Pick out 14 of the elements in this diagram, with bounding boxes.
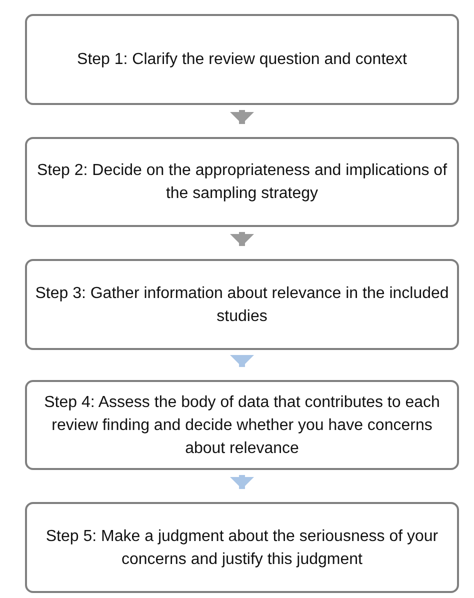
block-arrow	[230, 232, 254, 246]
block-arrow	[230, 110, 254, 124]
step-box	[25, 14, 459, 105]
step-text: Step 1: Clarify the review question and context	[77, 50, 407, 70]
step-text: Step 3: Gather information about relevance in the included studies	[35, 284, 449, 326]
step-text: Step 2: Decide on the appropriateness and implications of the sampling strategy	[36, 161, 448, 204]
step-box	[25, 137, 459, 227]
step-box	[25, 502, 459, 593]
step-box	[25, 259, 459, 350]
step-text: Step 5: Make a judgment about the seriousness of your concerns and justify this judgment	[44, 526, 440, 570]
block-arrow	[230, 475, 254, 489]
block-arrow	[230, 355, 254, 367]
step-box	[25, 380, 459, 470]
step-text: Step 4: Assess the body of data that contributes to each review finding and decide whether you have concerns about relevance	[43, 392, 441, 458]
